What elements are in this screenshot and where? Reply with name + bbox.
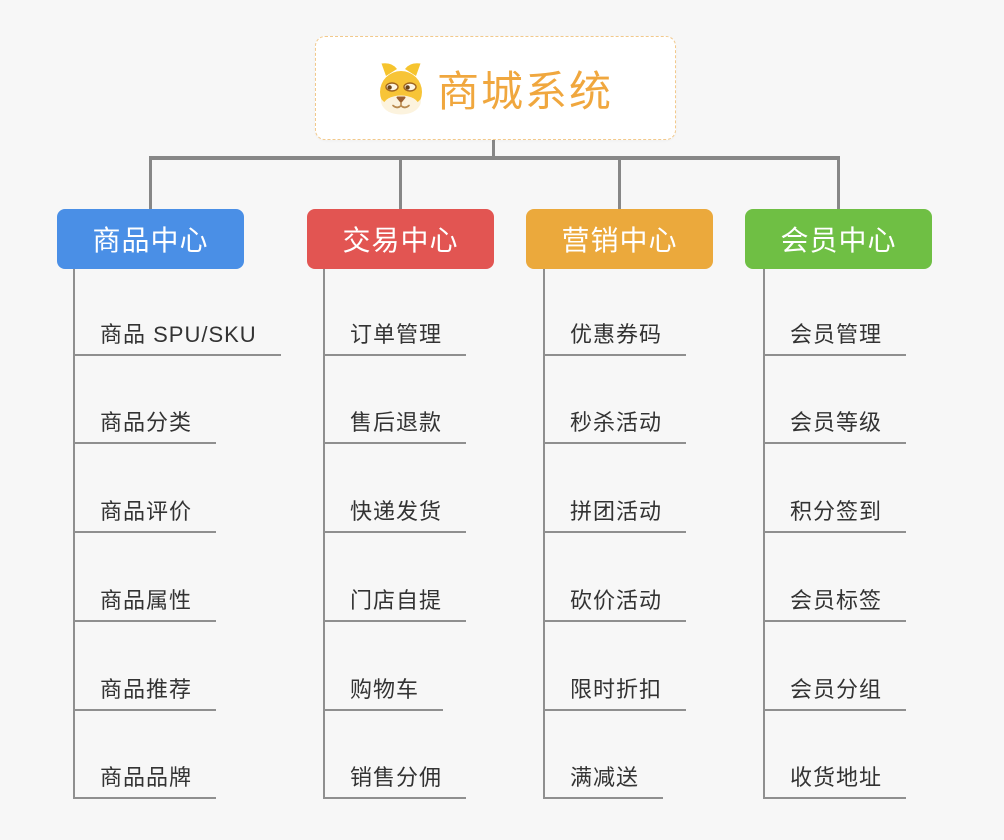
branch-spine-member bbox=[763, 269, 765, 799]
connector-root-stub bbox=[492, 139, 495, 156]
leaf-node[interactable]: 商品属性 bbox=[73, 586, 217, 622]
leaf-node[interactable]: 收货地址 bbox=[763, 763, 907, 799]
leaf-node[interactable]: 拼团活动 bbox=[543, 497, 687, 533]
leaf-node[interactable]: 砍价活动 bbox=[543, 586, 687, 622]
connector-horizontal bbox=[149, 156, 840, 160]
branch-spine-marketing bbox=[543, 269, 545, 799]
connector-drop-member bbox=[837, 160, 840, 209]
leaf-node[interactable]: 商品推荐 bbox=[73, 675, 217, 711]
leaf-node[interactable]: 商品品牌 bbox=[73, 763, 217, 799]
leaf-node[interactable]: 商品 SPU/SKU bbox=[73, 320, 281, 356]
leaf-node[interactable]: 快递发货 bbox=[323, 497, 467, 533]
leaf-node[interactable]: 销售分佣 bbox=[323, 763, 467, 799]
leaf-node[interactable]: 购物车 bbox=[323, 675, 444, 711]
connector-drop-trade bbox=[399, 160, 402, 209]
branch-node-marketing[interactable]: 营销中心 bbox=[526, 209, 713, 269]
leaf-node[interactable]: 限时折扣 bbox=[543, 675, 687, 711]
branch-spine-trade bbox=[323, 269, 325, 799]
dog-face-icon bbox=[379, 63, 422, 115]
leaf-node[interactable]: 满减送 bbox=[543, 763, 664, 799]
leaf-node[interactable]: 秒杀活动 bbox=[543, 408, 687, 444]
branch-node-member[interactable]: 会员中心 bbox=[745, 209, 932, 269]
leaf-node[interactable]: 优惠券码 bbox=[543, 320, 687, 356]
root-node[interactable]: 商城系统 bbox=[315, 36, 676, 140]
connector-drop-marketing bbox=[618, 160, 621, 209]
leaf-node[interactable]: 售后退款 bbox=[323, 408, 467, 444]
leaf-node[interactable]: 门店自提 bbox=[323, 586, 467, 622]
leaf-node[interactable]: 会员等级 bbox=[763, 408, 907, 444]
leaf-node[interactable]: 会员标签 bbox=[763, 586, 907, 622]
leaf-node[interactable]: 商品评价 bbox=[73, 497, 217, 533]
leaf-node[interactable]: 会员管理 bbox=[763, 320, 907, 356]
leaf-node[interactable]: 会员分组 bbox=[763, 675, 907, 711]
leaf-node[interactable]: 订单管理 bbox=[323, 320, 467, 356]
connector-drop-product bbox=[149, 160, 152, 209]
branch-spine-product bbox=[73, 269, 75, 799]
branch-node-trade[interactable]: 交易中心 bbox=[307, 209, 494, 269]
leaf-node[interactable]: 商品分类 bbox=[73, 408, 217, 444]
root-title: 商城系统 bbox=[436, 67, 613, 115]
leaf-node[interactable]: 积分签到 bbox=[763, 497, 907, 533]
branch-node-product[interactable]: 商品中心 bbox=[57, 209, 244, 269]
